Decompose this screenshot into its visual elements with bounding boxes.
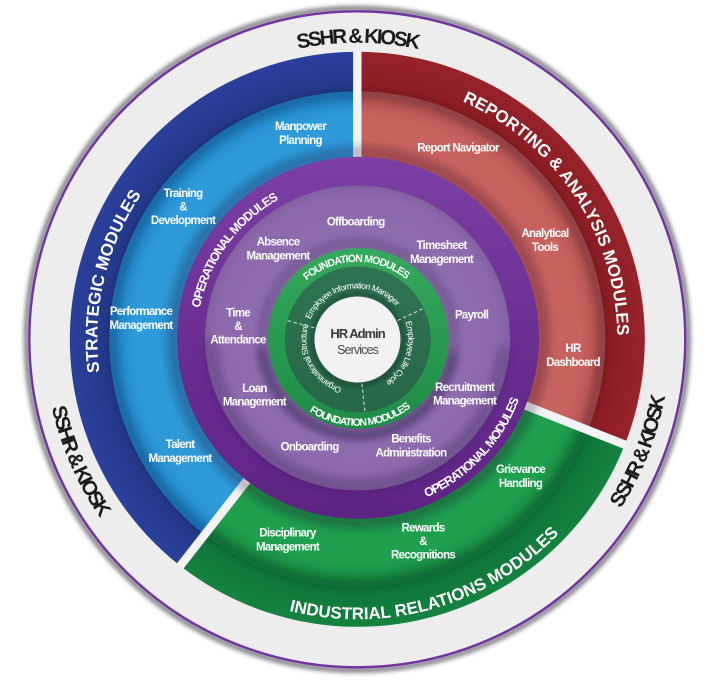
svg-text:&: & (179, 202, 187, 214)
svg-text:Manpower: Manpower (275, 121, 327, 133)
svg-text:Tools: Tools (532, 242, 558, 254)
svg-text:&: & (234, 321, 242, 333)
svg-text:Timesheet: Timesheet (416, 240, 467, 252)
svg-text:Administration: Administration (376, 447, 448, 459)
svg-text:Services: Services (337, 343, 378, 357)
svg-text:Management: Management (433, 396, 497, 408)
svg-text:Analytical: Analytical (521, 228, 569, 240)
svg-text:Management: Management (256, 541, 320, 553)
svg-text:Rewards: Rewards (402, 522, 445, 534)
svg-text:HR Admin: HR Admin (330, 326, 385, 341)
svg-text:Recognitions: Recognitions (391, 550, 455, 562)
svg-text:Management: Management (149, 453, 213, 465)
svg-text:Management: Management (223, 396, 287, 408)
svg-text:Development: Development (151, 215, 216, 227)
svg-text:Handling: Handling (499, 478, 543, 490)
svg-text:Payroll: Payroll (455, 310, 489, 322)
svg-text:Management: Management (110, 320, 174, 332)
svg-text:Offboarding: Offboarding (327, 217, 385, 229)
svg-text:Training: Training (164, 188, 204, 200)
svg-text:Recruitment: Recruitment (435, 382, 495, 394)
svg-text:Report Navigator: Report Navigator (417, 143, 500, 155)
svg-text:Dashboard: Dashboard (546, 357, 600, 369)
svg-text:Benefits: Benefits (391, 434, 431, 446)
svg-text:Disciplinary: Disciplinary (259, 528, 317, 540)
svg-text:Management: Management (247, 250, 311, 262)
svg-text:Loan: Loan (242, 383, 267, 395)
svg-text:Management: Management (410, 254, 474, 266)
svg-text:Grievance: Grievance (496, 464, 545, 476)
svg-text:Absence: Absence (257, 237, 300, 249)
svg-text:HR: HR (565, 343, 582, 355)
svg-text:Attendance: Attendance (210, 335, 266, 347)
svg-text:Time: Time (226, 307, 250, 319)
svg-text:Talent: Talent (166, 439, 196, 451)
svg-text:Performance: Performance (110, 306, 173, 318)
svg-text:Onboarding: Onboarding (281, 442, 340, 454)
svg-text:&: & (419, 536, 427, 548)
svg-text:Planning: Planning (279, 135, 322, 147)
